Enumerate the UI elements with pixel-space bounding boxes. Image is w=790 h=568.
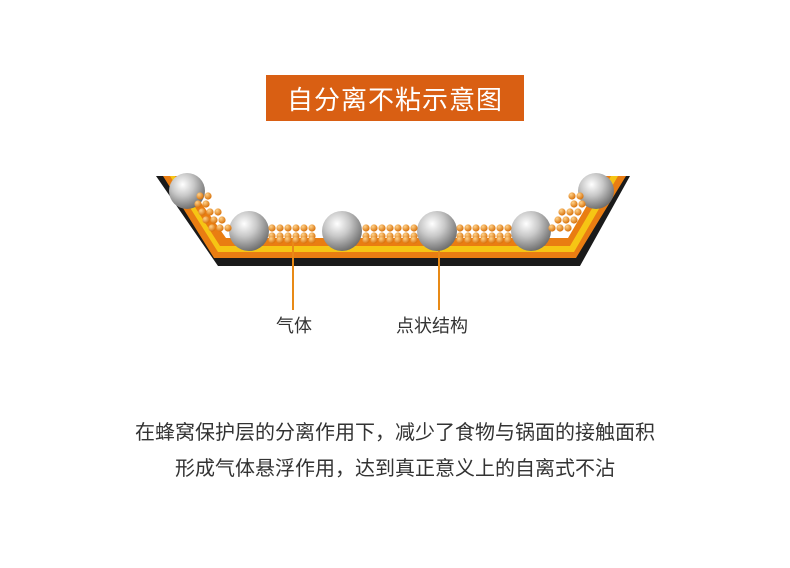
orange-dot: [410, 236, 418, 244]
orange-dot: [210, 216, 218, 224]
orange-dot: [496, 236, 504, 244]
orange-dot: [570, 216, 578, 224]
orange-dot: [300, 224, 308, 232]
orange-dot: [480, 224, 488, 232]
orange-dot: [300, 236, 308, 244]
orange-dot: [208, 224, 216, 232]
orange-dot: [284, 224, 292, 232]
orange-dot: [456, 236, 464, 244]
orange-dot: [202, 216, 210, 224]
orange-dot: [216, 224, 224, 232]
ball: [417, 211, 457, 251]
diagram-title: 自分离不粘示意图: [266, 75, 524, 121]
ball: [578, 173, 614, 209]
orange-dot: [204, 192, 212, 200]
orange-dot: [370, 224, 378, 232]
orange-dot: [198, 208, 206, 216]
pan-outer-layer: [156, 176, 630, 266]
gas-label: 气体: [276, 316, 312, 337]
orange-dot: [472, 224, 480, 232]
orange-dot: [194, 200, 202, 208]
orange-dot: [206, 208, 214, 216]
orange-dot: [386, 236, 394, 244]
orange-dot: [488, 236, 496, 244]
pan-yellow-layer: [170, 176, 618, 252]
orange-dot: [558, 208, 566, 216]
orange-dot: [378, 224, 386, 232]
pan-orange-layer: [163, 176, 626, 258]
orange-dot: [464, 236, 472, 244]
orange-dot: [410, 224, 418, 232]
orange-dot: [276, 236, 284, 244]
orange-dot: [370, 236, 378, 244]
orange-dot: [496, 224, 504, 232]
orange-dot: [564, 224, 572, 232]
dot-structure-label: 点状结构: [396, 316, 468, 337]
orange-dot: [554, 216, 562, 224]
orange-dot: [308, 224, 316, 232]
orange-dot: [562, 216, 570, 224]
orange-dot: [362, 236, 370, 244]
orange-dot: [224, 224, 232, 232]
orange-dot: [570, 200, 578, 208]
orange-dot: [202, 200, 210, 208]
orange-dot: [464, 224, 472, 232]
orange-dot: [308, 236, 316, 244]
orange-dot: [284, 236, 292, 244]
description-line-2: 形成气体悬浮作用，达到真正意义上的自离式不沾: [175, 456, 615, 480]
ball: [511, 211, 551, 251]
orange-dot: [378, 236, 386, 244]
orange-dot: [480, 236, 488, 244]
orange-dot: [292, 224, 300, 232]
orange-dot: [568, 192, 576, 200]
orange-dot: [402, 224, 410, 232]
orange-dot: [566, 208, 574, 216]
pan-inner-orange: [175, 176, 611, 246]
orange-dot: [394, 236, 402, 244]
ball: [322, 211, 362, 251]
orange-dot: [218, 216, 226, 224]
orange-dot: [394, 224, 402, 232]
dot-structure-clusters: [194, 192, 586, 244]
orange-dot: [548, 224, 556, 232]
orange-dot: [576, 192, 584, 200]
description-line-1: 在蜂窝保护层的分离作用下，减少了食物与锅面的接触面积: [135, 420, 655, 444]
honeycomb-balls: [169, 173, 614, 251]
orange-dot: [578, 200, 586, 208]
diagram-title-text: 自分离不粘示意图: [286, 85, 503, 116]
orange-dot: [214, 208, 222, 216]
orange-dot: [488, 224, 496, 232]
orange-dot: [362, 224, 370, 232]
orange-dot: [504, 236, 512, 244]
orange-dot: [268, 224, 276, 232]
orange-dot: [456, 224, 464, 232]
orange-dot: [196, 192, 204, 200]
ball: [229, 211, 269, 251]
ball: [169, 173, 205, 209]
orange-dot: [268, 236, 276, 244]
orange-dot: [574, 208, 582, 216]
orange-dot: [292, 236, 300, 244]
orange-dot: [504, 224, 512, 232]
orange-dot: [276, 224, 284, 232]
orange-dot: [556, 224, 564, 232]
orange-dot: [386, 224, 394, 232]
orange-dot: [402, 236, 410, 244]
orange-dot: [472, 236, 480, 244]
